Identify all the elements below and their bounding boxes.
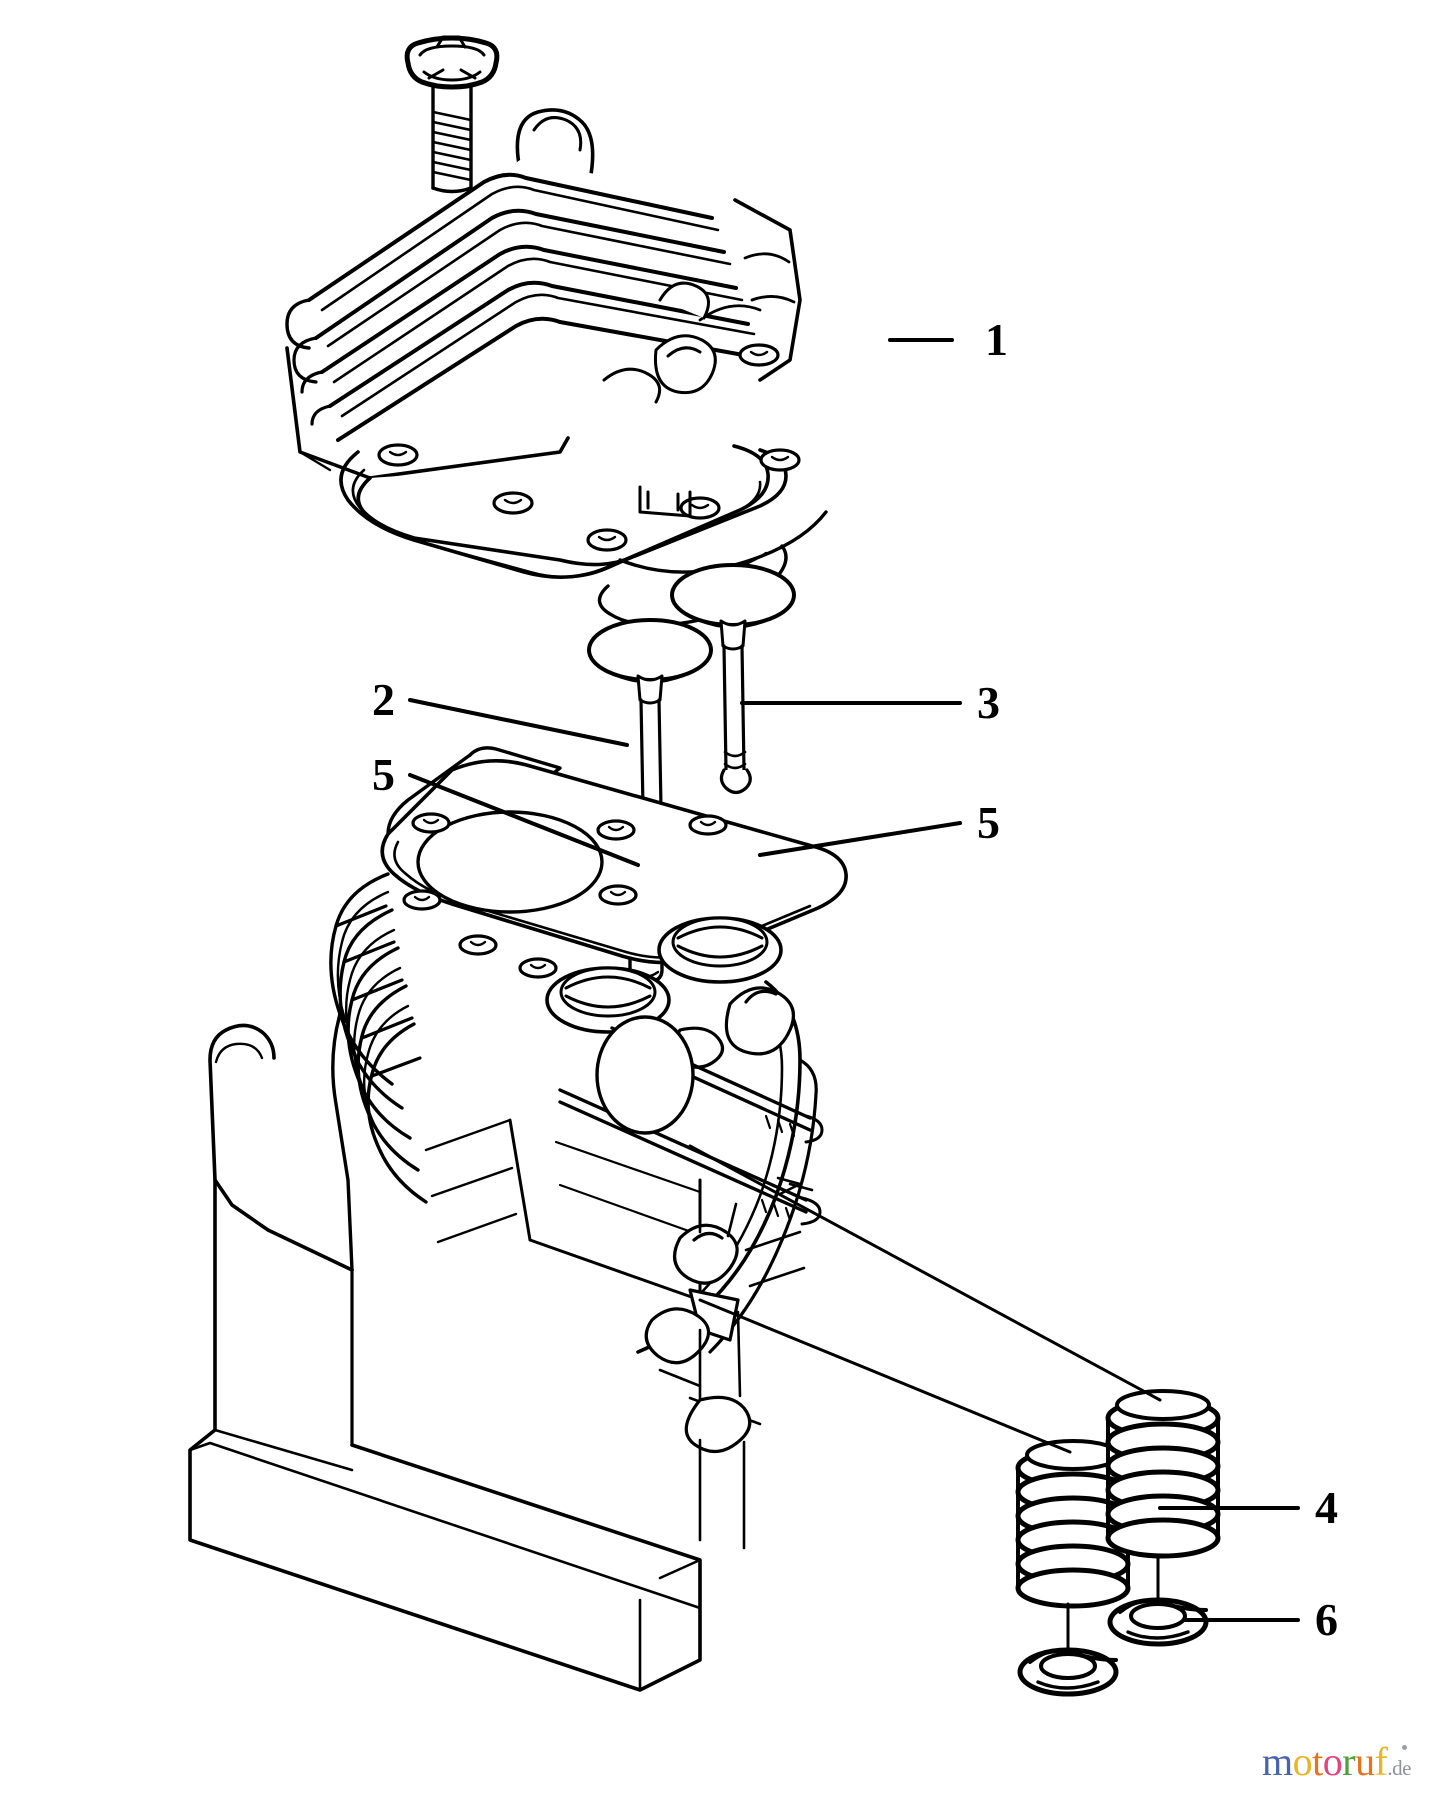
callout-number-4: 4	[1315, 1482, 1338, 1533]
cylinder-head	[285, 108, 828, 627]
leader-2	[408, 698, 629, 747]
exhaust-valve	[670, 563, 796, 795]
callout-number-3: 3	[977, 677, 1000, 728]
logo-letter-m: m	[1262, 1739, 1293, 1784]
callout-number-5-right: 5	[977, 797, 1000, 848]
leader-5b	[758, 821, 962, 857]
callout-number-1: 1	[985, 314, 1008, 365]
logo-letter-u: u	[1355, 1739, 1375, 1784]
logo-letter-o1: o	[1292, 1739, 1313, 1784]
valve-port-right	[657, 916, 783, 984]
callout-number-6: 6	[1315, 1594, 1338, 1645]
logo-accent-dot	[1402, 1745, 1407, 1750]
leader-5a	[408, 773, 640, 867]
cylinder-block	[188, 746, 848, 1692]
cylinder-head-bolt	[404, 35, 500, 194]
motoruf-logo: motoruf.de	[1262, 1742, 1411, 1782]
valve-spring-right	[1105, 1389, 1221, 1559]
assembly-leader-lines	[688, 1144, 1162, 1454]
logo-letter-o2: o	[1322, 1739, 1343, 1784]
callout-number-5-left: 5	[372, 749, 395, 800]
logo-letter-f: f	[1374, 1739, 1388, 1784]
logo-letter-r: r	[1342, 1739, 1356, 1784]
logo-letter-t: t	[1312, 1739, 1323, 1784]
valve-spring-left	[1015, 1439, 1131, 1609]
callout-number-2: 2	[372, 674, 395, 725]
valve-spring-retainer-left	[1017, 1602, 1119, 1697]
logo-suffix-de: .de	[1387, 1756, 1411, 1780]
